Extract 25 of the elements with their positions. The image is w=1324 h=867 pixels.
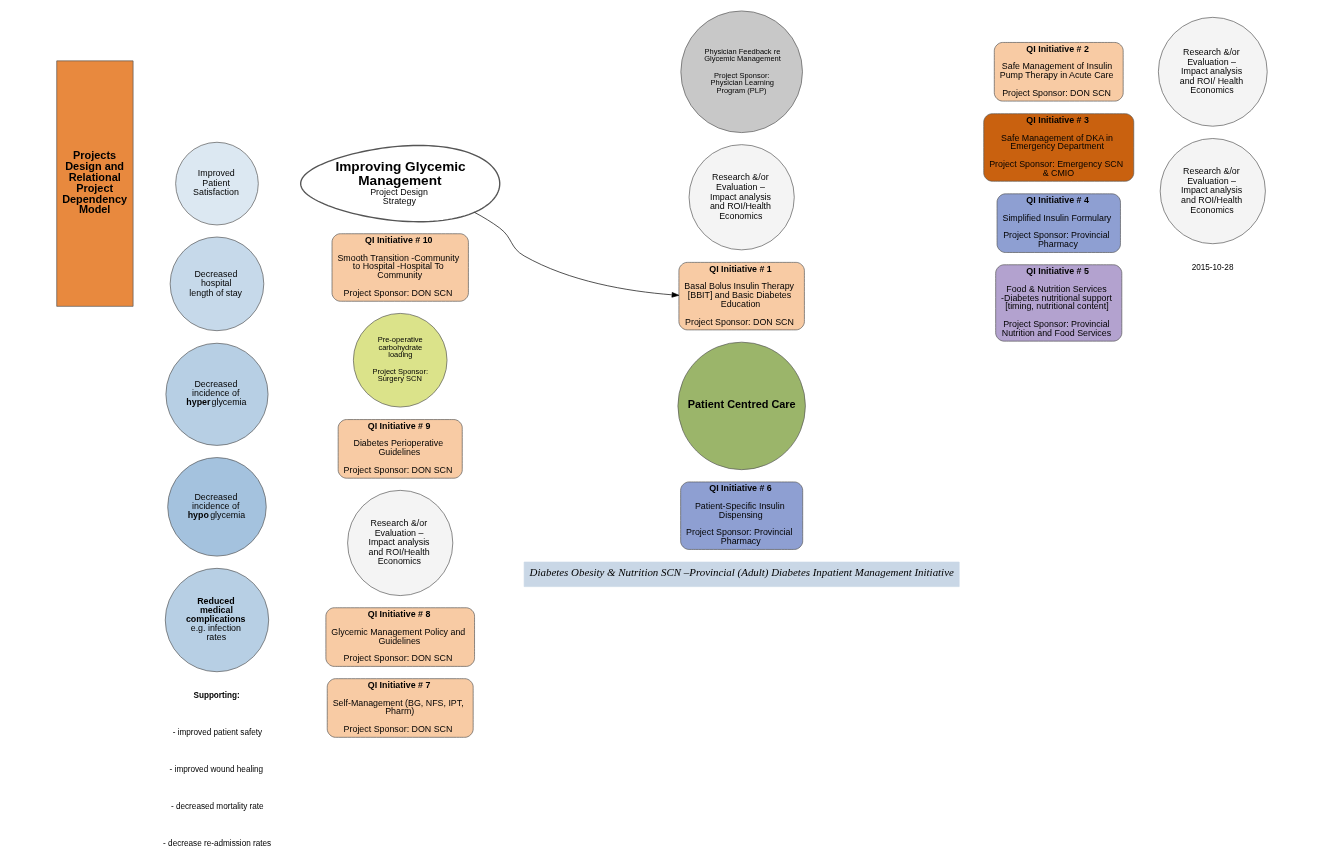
arrow	[474, 212, 680, 298]
node-box: QI Initiative # 7 Self-Management (BG, NFS, IPT, Pharm) Project Sponsor: DON SCN	[326, 678, 474, 738]
node-box: QI Initiative # 5 Food & Nutrition Services -Diabetes nutritional support [timing, nutritional content] Project Sponsor: Provincial Nutrition and Food Services	[995, 264, 1123, 342]
node-box: Diabetes Obesity & Nutrition SCN –Provincial (Adult) Diabetes Inpatient Management Initiative	[523, 561, 960, 587]
node-box: QI Initiative # 1 Basal Bolus Insulin Therapy [BBIT] and Basic Diabetes Education Project Sponsor: DON SCN	[678, 262, 805, 331]
node-circle: Improved Patient Satisfaction	[175, 141, 259, 226]
node-box: QI Initiative # 10 Smooth Transition -Community to Hospital -Hospital To Community Project Sponsor: DON SCN	[331, 233, 469, 302]
node-circle: Research &/or Evaluation – Impact analysis and ROI/Health Economics	[688, 144, 795, 251]
node-circle: Pre-operative carbohydrate loading Project Sponsor: Surgery SCN	[353, 313, 448, 408]
node-circle: Physician Feedback re Glycemic Management Project Sponsor: Physician Learning Program (PLP)	[680, 10, 803, 133]
node-circle: Research &/or Evaluation – Impact analysis and ROI/Health Economics	[347, 490, 454, 596]
node-circle: Reduced medical complications e.g. infection rates	[164, 568, 269, 673]
node-circle: Research &/or Evaluation – Impact analysis and ROI/ Health Economics	[1158, 17, 1268, 127]
node-circle: Decreased incidence of hyperglycemia	[165, 342, 269, 446]
node-box: QI Initiative # 2 Safe Management of Insulin Pump Therapy in Acute Care Project Sponsor: DON SCN	[993, 42, 1124, 102]
node-box: QI Initiative # 6 Patient-Specific Insulin Dispensing Project Sponsor: Provincial Pharmacy	[680, 481, 804, 550]
node-box: QI Initiative # 8 Glycemic Management Policy and Guidelines Project Sponsor: DON SCN	[325, 607, 475, 667]
node-circle: Research &/or Evaluation – Impact analysis and ROI/Health Economics	[1159, 138, 1266, 245]
node-box: QI Initiative # 3 Safe Management of DKA in Emergency Department Project Sponsor: Emergency SCN & CMIO	[983, 113, 1135, 182]
node-box: QI Initiative # 9 Diabetes Perioperative Guidelines Project Sponsor: DON SCN	[337, 419, 463, 479]
node-circle: Patient Centred Care	[677, 341, 806, 470]
node-box: QI Initiative # 4 Simplified Insulin Formulary Project Sponsor: Provincial Pharmacy	[996, 193, 1121, 253]
node-circle: Decreased incidence of hypoglycemia	[167, 457, 267, 557]
node-box: Projects Design and Relational Project Dependency Model	[56, 60, 134, 307]
node-circle: Decreased hospital length of stay	[169, 236, 265, 332]
